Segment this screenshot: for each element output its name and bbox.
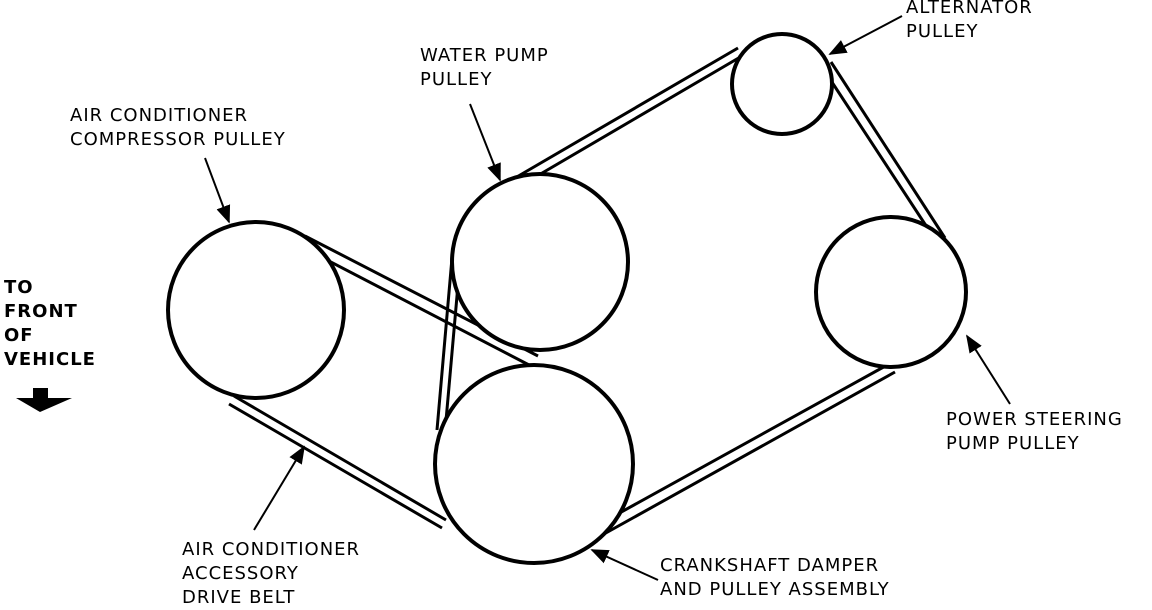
down-arrow-icon — [16, 388, 72, 412]
front-of-vehicle-label: TO FRONT OF VEHICLE — [4, 277, 96, 370]
alternator-pulley — [730, 32, 834, 136]
ac-compressor-leader-arrow — [204, 157, 231, 224]
ac-drive-belt-leader-arrow — [253, 445, 305, 531]
water-pump-pulley-label: WATER PUMP PULLEY — [420, 45, 549, 90]
power-steering-pump-pulley-label: POWER STEERING PUMP PULLEY — [946, 409, 1123, 454]
power-steering-pump-pulley — [814, 215, 968, 369]
ac-compressor-pulley-label: AIR CONDITIONER COMPRESSOR PULLEY — [70, 105, 286, 150]
ac-accessory-drive-belt-label: AIR CONDITIONER ACCESSORY DRIVE BELT — [182, 539, 361, 608]
alternator-leader-arrow — [828, 15, 903, 55]
alternator-pulley-label: ALTERNATOR PULLEY — [906, 0, 1033, 42]
power-steering-leader-arrow — [966, 334, 1011, 405]
water-pump-pulley — [450, 172, 630, 352]
crankshaft-damper-label: CRANKSHAFT DAMPER AND PULLEY ASSEMBLY — [660, 555, 890, 600]
ac-compressor-pulley — [166, 220, 346, 400]
crankshaft-damper-pulley — [433, 363, 635, 565]
water-pump-leader-arrow — [469, 103, 501, 182]
crankshaft-leader-arrow — [590, 549, 659, 581]
